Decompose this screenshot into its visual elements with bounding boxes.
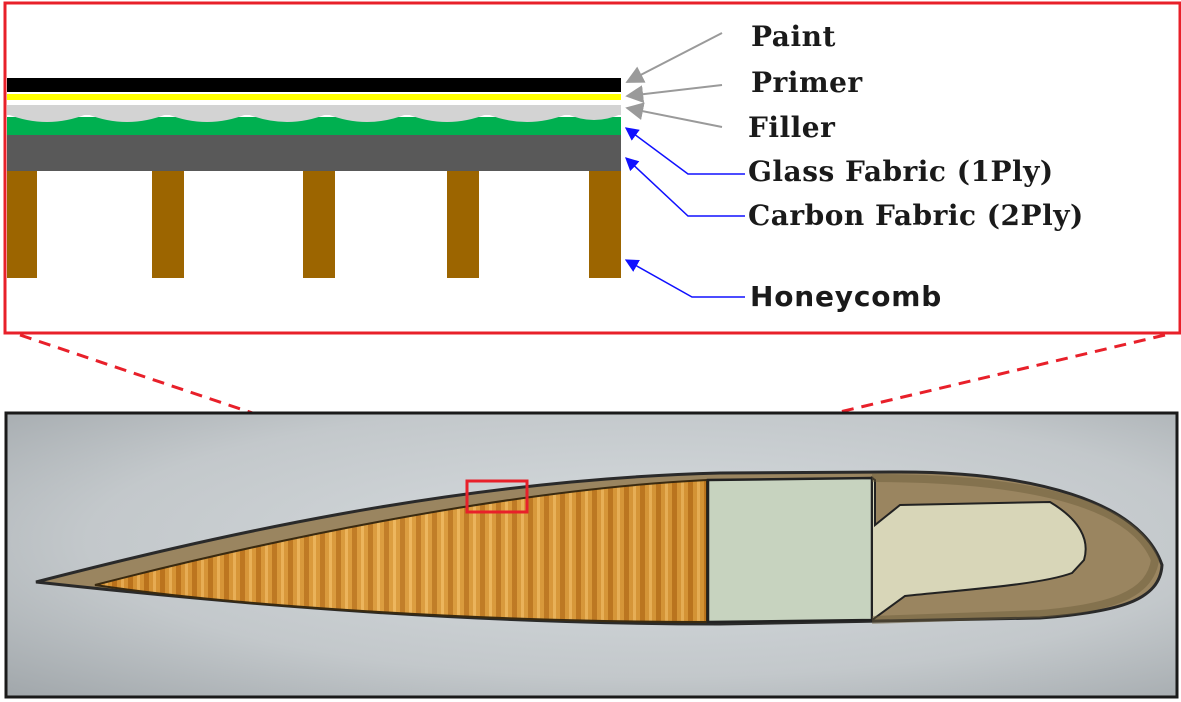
primer-label: Primer bbox=[751, 66, 863, 99]
honeycomb-walls bbox=[7, 170, 621, 278]
primer-white-band bbox=[7, 96, 621, 105]
zoom-panel bbox=[3, 1, 1181, 335]
honeycomb-arrow bbox=[624, 259, 745, 298]
carbon-fabric-label: Carbon Fabric (2Ply) bbox=[748, 199, 1084, 232]
glass-fabric-label: Glass Fabric (1Ply) bbox=[748, 155, 1054, 188]
honeycomb-wall bbox=[303, 170, 335, 278]
honeycomb-label: Honeycomb bbox=[750, 280, 943, 313]
zoom-selection-box bbox=[465, 479, 529, 514]
filler-label: Filler bbox=[748, 111, 836, 144]
glass-fabric-layer bbox=[7, 117, 621, 135]
paint-label: Paint bbox=[751, 20, 836, 53]
paint-arrow bbox=[625, 32, 723, 83]
paint-layer bbox=[7, 78, 621, 92]
filler-arrow bbox=[625, 102, 723, 128]
primer-arrow bbox=[625, 84, 723, 104]
carbon-fabric-layer bbox=[7, 134, 621, 171]
honeycomb-wall bbox=[152, 170, 184, 278]
primer-layer bbox=[7, 94, 621, 100]
glass-fabric-arrow bbox=[624, 127, 745, 175]
foam-block bbox=[706, 476, 874, 624]
filler-layer bbox=[7, 105, 621, 122]
honeycomb-wall bbox=[589, 170, 621, 278]
honeycomb-wall bbox=[7, 170, 37, 278]
airfoil-photo bbox=[4, 411, 1179, 699]
leader-arrows bbox=[624, 32, 745, 298]
carbon-fabric-arrow bbox=[625, 157, 745, 217]
leading-edge-insert bbox=[871, 476, 1087, 622]
honeycomb-wall bbox=[447, 170, 479, 278]
